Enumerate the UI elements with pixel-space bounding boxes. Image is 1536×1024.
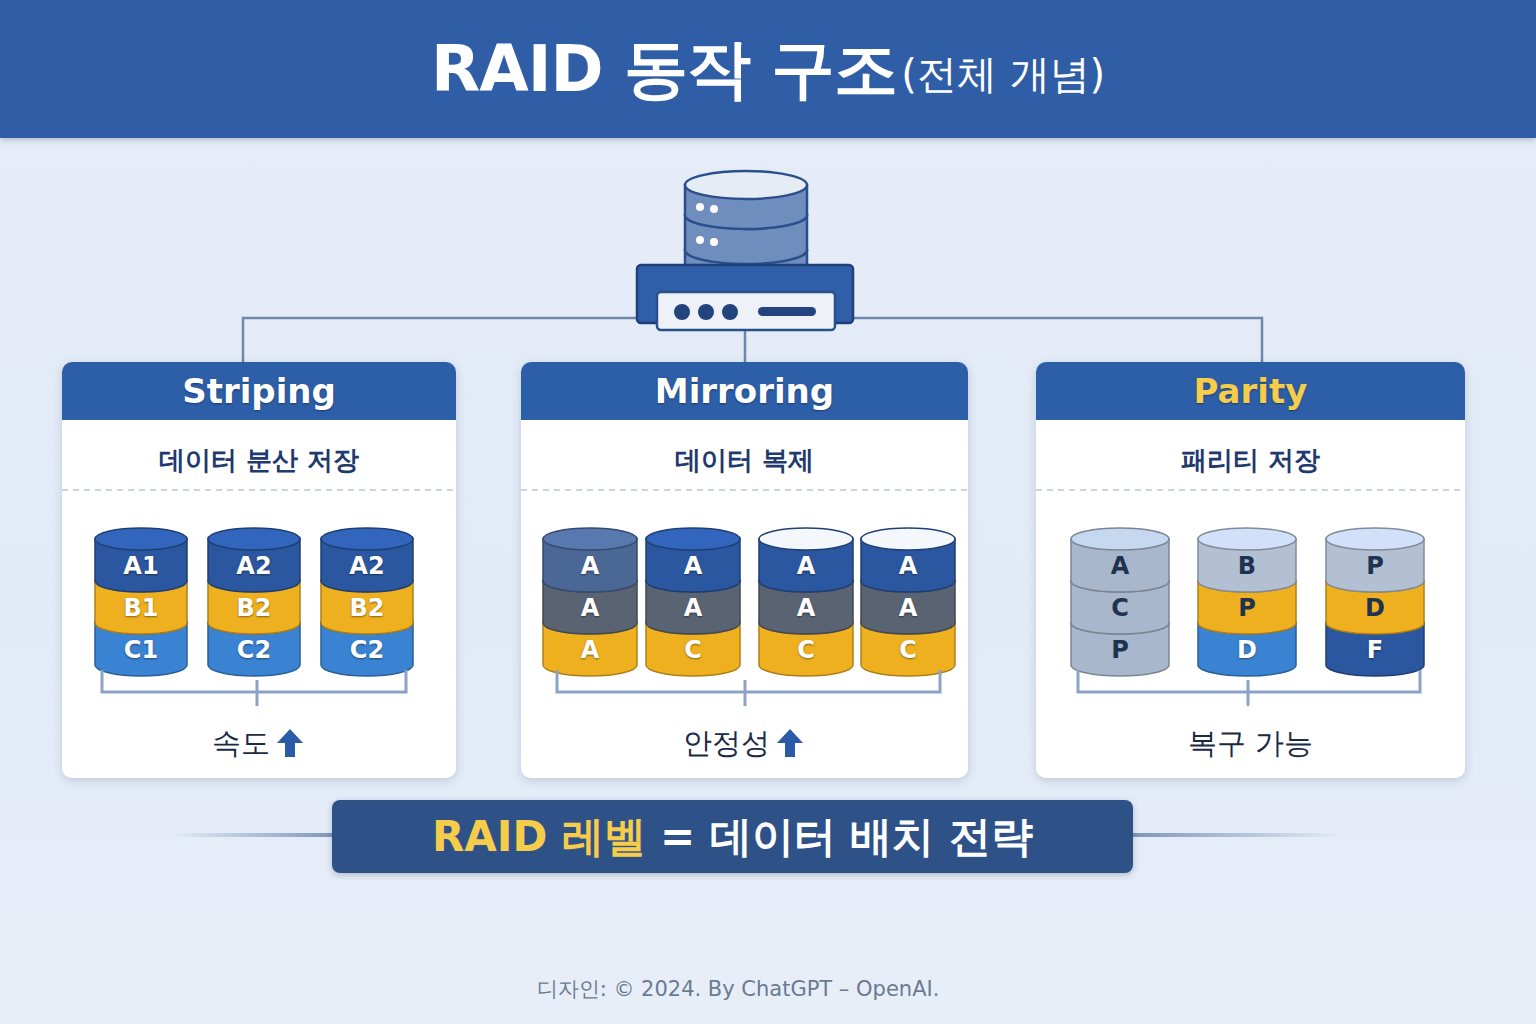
- title-note: (전체 개념): [901, 47, 1105, 102]
- disk-segment-label: C: [860, 635, 956, 665]
- disk-stack: PDF: [1325, 526, 1425, 676]
- disk-segment-label: A: [758, 593, 854, 623]
- panel-subtitle: 데이터 분산 저장: [159, 440, 359, 480]
- disk-segment-label: B: [1197, 551, 1297, 581]
- disk-segment-label: F: [1325, 635, 1425, 665]
- wire: [850, 318, 1262, 362]
- disk-stack: A2B2C2: [207, 526, 301, 676]
- up-arrow-shape: [277, 729, 303, 757]
- disk-segment-label: D: [1197, 635, 1297, 665]
- up-arrow: [776, 728, 804, 758]
- disk-cap: [321, 528, 413, 550]
- disk-cap: [208, 528, 300, 550]
- disk-cap: [1326, 528, 1424, 550]
- concept-panel: ACPBPDPDFParity패리티 저장복구 가능: [1036, 362, 1465, 778]
- summary-text: RAID 레벨: [432, 809, 646, 865]
- disk-segment-label: B2: [320, 593, 414, 623]
- wire: [243, 318, 640, 362]
- disk-segment-label: P: [1325, 551, 1425, 581]
- disk-segment-label: P: [1070, 635, 1170, 665]
- disk-cap: [861, 528, 955, 550]
- disk-segment-label: C1: [94, 635, 188, 665]
- summary-text: = 데이터 배치 전략: [660, 809, 1033, 865]
- server-front: [657, 292, 835, 330]
- panel-heading: Striping: [182, 362, 336, 420]
- panel-effect: 복구 가능: [1188, 718, 1313, 768]
- disk-segment-label: A: [542, 635, 638, 665]
- disk-segment-label: A: [860, 593, 956, 623]
- disk-stack: AAC: [645, 526, 741, 676]
- disk-stack: ACP: [1070, 526, 1170, 676]
- server-disk: [685, 171, 807, 199]
- disk-segment-label: B1: [94, 593, 188, 623]
- server-icon: [637, 171, 853, 330]
- disk-segment-label: A: [758, 551, 854, 581]
- disk-segment-label: C2: [320, 635, 414, 665]
- concept-panel: AAAAACAACAACMirroring데이터 복제안정성: [521, 362, 968, 778]
- disk-segment-label: C: [758, 635, 854, 665]
- disk-stack: A1B1C1: [94, 526, 188, 676]
- concept-panel: A1B1C1A2B2C2A2B2C2Striping데이터 분산 저장속도: [62, 362, 456, 778]
- disk-stack: AAC: [860, 526, 956, 676]
- disk-cap: [646, 528, 740, 550]
- panel-subtitle: 데이터 복제: [675, 440, 814, 480]
- disk-stack: A2B2C2: [320, 526, 414, 676]
- disk-cap: [759, 528, 853, 550]
- disk-cap: [1071, 528, 1169, 550]
- panel-heading: Parity: [1194, 362, 1308, 420]
- disk-segment-label: A: [860, 551, 956, 581]
- server-buttons: [674, 304, 816, 320]
- page-caption: 디자인: © 2024. By ChatGPT – OpenAI.: [0, 975, 1476, 1003]
- summary-band: RAID 레벨= 데이터 배치 전략: [332, 800, 1133, 873]
- disk-segment-label: A2: [320, 551, 414, 581]
- fade-line: [170, 833, 332, 837]
- disk-segment-label: A: [1070, 551, 1170, 581]
- disk-segment-label: A: [542, 551, 638, 581]
- panel-subtitle: 패리티 저장: [1181, 440, 1320, 480]
- disk-segment-label: A1: [94, 551, 188, 581]
- panel-effect: 속도: [212, 718, 270, 768]
- page-title: RAID 동작 구조: [431, 26, 897, 113]
- fade-line: [1133, 833, 1345, 837]
- disk-segment-label: C: [645, 635, 741, 665]
- panel-heading: Mirroring: [655, 362, 834, 420]
- disk-segment-label: A2: [207, 551, 301, 581]
- disk-cap: [95, 528, 187, 550]
- up-arrow-shape: [777, 729, 803, 757]
- disk-segment-label: C: [1070, 593, 1170, 623]
- disk-cap: [543, 528, 637, 550]
- disk-stack: AAA: [542, 526, 638, 676]
- disk-segment-label: P: [1197, 593, 1297, 623]
- disk-segment-label: A: [542, 593, 638, 623]
- disk-cap: [1198, 528, 1296, 550]
- title-band: RAID 동작 구조(전체 개념): [0, 0, 1536, 138]
- disk-stack: BPD: [1197, 526, 1297, 676]
- up-arrow: [276, 728, 304, 758]
- disk-segment-label: D: [1325, 593, 1425, 623]
- disk-segment-label: A: [645, 593, 741, 623]
- disk-stack: AAC: [758, 526, 854, 676]
- disk-segment-label: B2: [207, 593, 301, 623]
- wire: [744, 328, 747, 362]
- disk-segment-label: C2: [207, 635, 301, 665]
- disk-segment-label: A: [645, 551, 741, 581]
- panel-effect: 안정성: [683, 718, 770, 768]
